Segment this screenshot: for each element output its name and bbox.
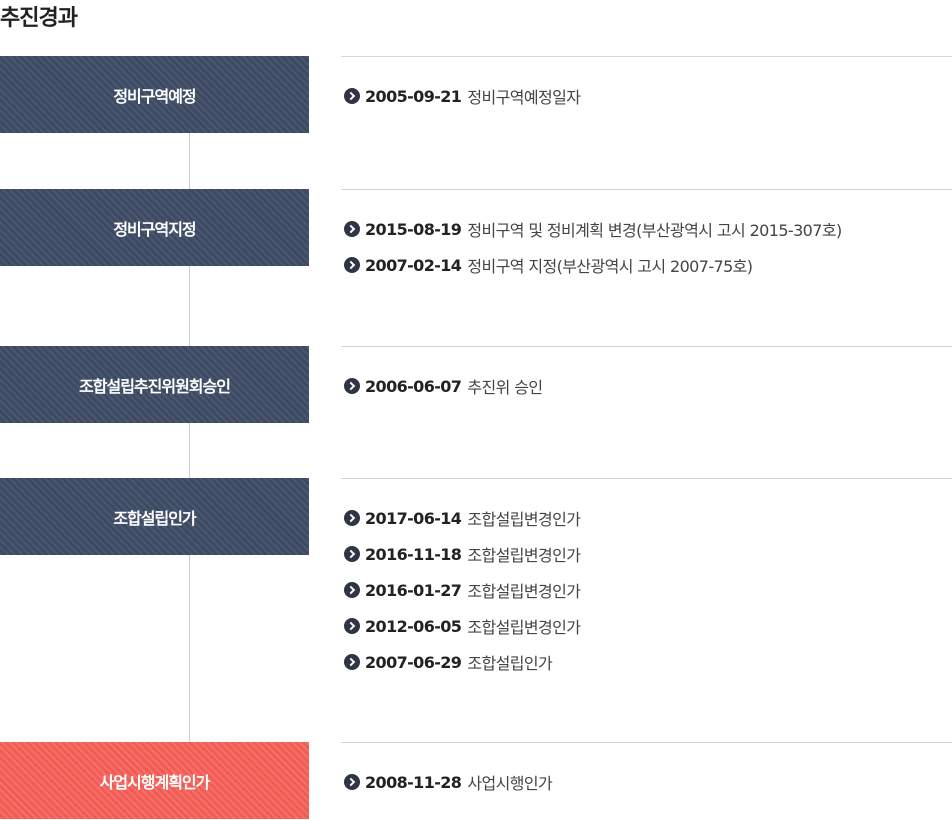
- chevron-right-circle-icon: [344, 257, 360, 273]
- chevron-right-circle-icon: [344, 546, 360, 562]
- chevron-right-circle-icon: [344, 88, 360, 104]
- event-item: 2015-08-19 정비구역 및 정비계획 변경(부산광역시 고시 2015-…: [344, 211, 842, 247]
- chevron-right-circle-icon: [344, 582, 360, 598]
- divider: [341, 189, 952, 190]
- event-date: 2008-11-28: [365, 772, 462, 792]
- event-item: 2008-11-28 사업시행인가: [344, 764, 553, 800]
- step-label: 사업시행계획인가: [0, 742, 309, 819]
- event-date: 2016-11-18: [365, 544, 462, 564]
- page-title: 추진경과: [0, 6, 78, 31]
- event-date: 2007-06-29: [365, 652, 462, 672]
- chevron-right-circle-icon: [344, 618, 360, 634]
- event-item: 2007-06-29 조합설립인가: [344, 644, 580, 680]
- event-list: 2006-06-07 추진위 승인: [344, 368, 543, 404]
- event-list: 2017-06-14 조합설립변경인가 2016-11-18 조합설립변경인가 …: [344, 500, 581, 680]
- event-description: 조합설립인가: [467, 654, 553, 673]
- event-list: 2008-11-28 사업시행인가: [344, 764, 553, 800]
- step-label: 정비구역지정: [0, 189, 309, 266]
- chevron-right-circle-icon: [344, 774, 360, 790]
- chevron-right-circle-icon: [344, 654, 360, 670]
- event-description: 정비구역 및 정비계획 변경(부산광역시 고시 2015-307호): [467, 221, 842, 240]
- event-item: 2007-02-14 정비구역 지정(부산광역시 고시 2007-75호): [344, 247, 842, 283]
- event-list: 2015-08-19 정비구역 및 정비계획 변경(부산광역시 고시 2015-…: [344, 211, 842, 283]
- event-item: 2006-06-07 추진위 승인: [344, 368, 543, 404]
- event-item: 2005-09-21 정비구역예정일자: [344, 78, 581, 114]
- event-date: 2015-08-19: [365, 219, 462, 239]
- step-label: 조합설립추진위원회승인: [0, 346, 309, 423]
- event-description: 추진위 승인: [467, 378, 543, 397]
- event-description: 정비구역예정일자: [467, 88, 581, 107]
- event-description: 사업시행인가: [467, 774, 553, 793]
- event-description: 조합설립변경인가: [467, 618, 581, 637]
- event-date: 2017-06-14: [365, 508, 462, 528]
- chevron-right-circle-icon: [344, 221, 360, 237]
- chevron-right-circle-icon: [344, 510, 360, 526]
- event-item: 2012-06-05 조합설립변경인가: [344, 608, 581, 644]
- chevron-right-circle-icon: [344, 378, 360, 394]
- event-date: 2016-01-27: [365, 580, 462, 600]
- divider: [341, 346, 952, 347]
- timeline-line: [189, 130, 190, 750]
- step-label: 조합설립인가: [0, 478, 309, 555]
- event-date: 2006-06-07: [365, 376, 462, 396]
- event-list: 2005-09-21 정비구역예정일자: [344, 78, 581, 114]
- event-item: 2016-11-18 조합설립변경인가: [344, 536, 581, 572]
- divider: [341, 742, 952, 743]
- event-item: 2016-01-27 조합설립변경인가: [344, 572, 581, 608]
- event-description: 조합설립변경인가: [467, 510, 581, 529]
- event-description: 조합설립변경인가: [467, 546, 581, 565]
- event-date: 2005-09-21: [365, 86, 462, 106]
- event-date: 2007-02-14: [365, 255, 462, 275]
- event-item: 2017-06-14 조합설립변경인가: [344, 500, 581, 536]
- divider: [341, 478, 952, 479]
- divider: [341, 56, 952, 57]
- event-description: 조합설립변경인가: [467, 582, 581, 601]
- event-date: 2012-06-05: [365, 616, 462, 636]
- event-description: 정비구역 지정(부산광역시 고시 2007-75호): [467, 257, 753, 276]
- step-label: 정비구역예정: [0, 56, 309, 133]
